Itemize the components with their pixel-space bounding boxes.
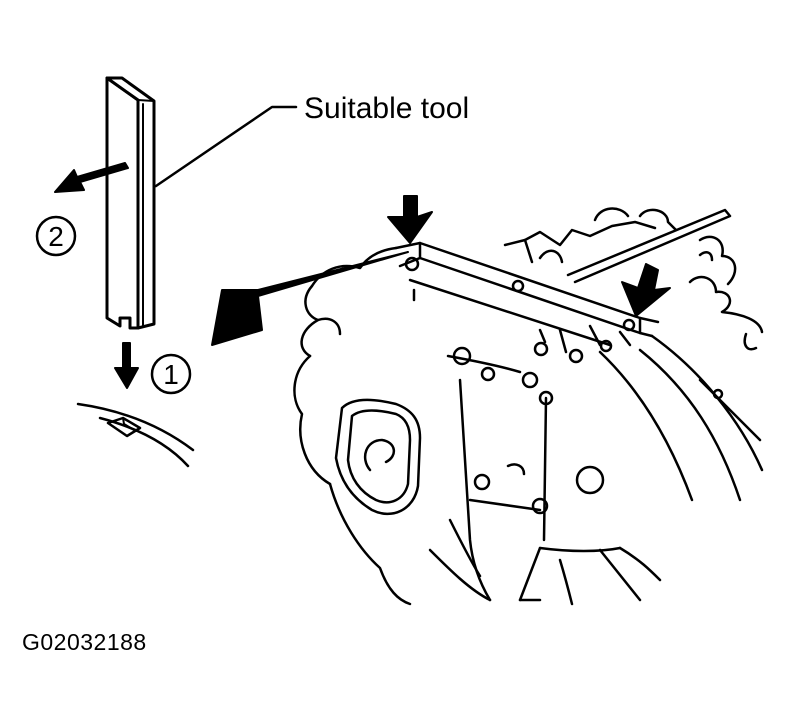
suitable-tool-blade-icon	[105, 76, 156, 330]
slot-detail-view	[76, 402, 195, 468]
suitable-tool-label: Suitable tool	[304, 92, 469, 125]
flange-arrow-down-right-icon	[621, 263, 671, 317]
detail-pointer-arrow-icon	[211, 251, 409, 346]
step-1-label: 1	[163, 359, 179, 390]
engine-block-drawing	[293, 207, 764, 606]
figure-id-label: G02032188	[22, 629, 147, 655]
step-2-badge	[35, 215, 77, 257]
step-2-arrow-left-icon	[54, 162, 129, 193]
step-1-arrow-down-icon	[114, 342, 139, 389]
step-2-label: 2	[48, 221, 64, 252]
flange-arrow-down-left-icon	[387, 195, 433, 244]
step-1-badge	[150, 353, 192, 395]
callout-leader-line	[154, 105, 298, 188]
